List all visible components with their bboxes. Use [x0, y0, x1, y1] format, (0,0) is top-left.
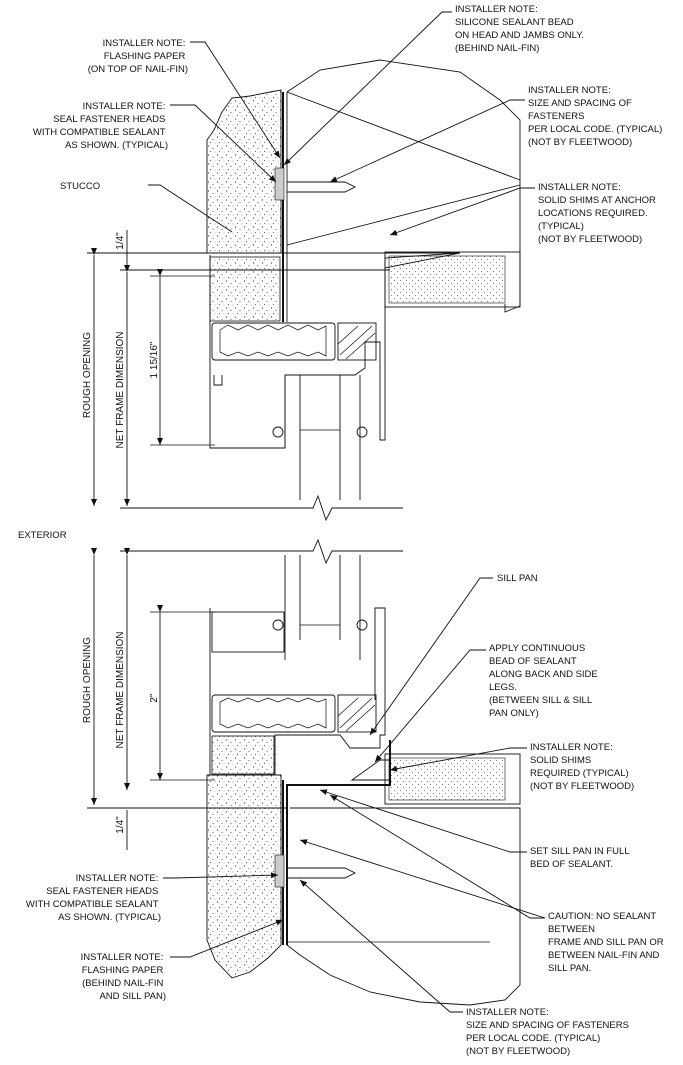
shim-bottom	[350, 759, 391, 781]
insulation-bottom	[388, 757, 506, 801]
leaders	[148, 11, 546, 1013]
note-seal-top: INSTALLER NOTE: SEAL FASTENER HEADS WITH…	[33, 101, 168, 151]
dimensions	[91, 230, 215, 850]
annotations: INSTALLER NOTE: FLASHING PAPER (ON TOP O…	[18, 4, 666, 1057]
dim-net-frame-bottom: NET FRAME DIMENSION	[115, 631, 126, 748]
note-caution: CAUTION: NO SEALANT BETWEEN FRAME AND SI…	[548, 911, 666, 974]
note-set-sill-pan: SET SILL PAN IN FULL BED OF SEALANT.	[530, 846, 632, 870]
fastener-top	[287, 181, 357, 193]
interior-stud-bottom	[384, 753, 521, 805]
dim-2: 2"	[149, 693, 160, 703]
label-exterior: EXTERIOR	[18, 530, 67, 541]
note-apply-bead: APPLY CONTINUOUS BEAD OF SEALANT ALONG B…	[489, 643, 600, 719]
dim-rough-opening-top: ROUGH OPENING	[82, 332, 93, 418]
note-fasteners-bottom: INSTALLER NOTE: SIZE AND SPACING OF FAST…	[466, 1007, 632, 1057]
insulation-top	[388, 255, 506, 304]
dim-quarter-top: 1/4"	[115, 232, 126, 250]
frame-head-outline	[209, 255, 386, 449]
note-flashing-bottom: INSTALLER NOTE: FLASHING PAPER (BEHIND N…	[81, 952, 166, 1002]
wall-break-top	[286, 59, 521, 313]
note-silicone: INSTALLER NOTE: SILICONE SEALANT BEAD ON…	[455, 4, 587, 54]
stucco-block-top	[209, 256, 281, 322]
note-seal-bottom: INSTALLER NOTE: SEAL FASTENER HEADS WITH…	[26, 873, 161, 923]
dim-net-frame-top: NET FRAME DIMENSION	[115, 331, 126, 448]
fastener-bottom	[287, 867, 357, 879]
note-shims-bottom: INSTALLER NOTE: SOLID SHIMS REQUIRED (TY…	[530, 742, 634, 792]
note-shims-top: INSTALLER NOTE: SOLID SHIMS AT ANCHOR LO…	[538, 182, 659, 245]
dim-115-16: 1 15/16"	[149, 341, 160, 378]
label-stucco: STUCCO	[60, 181, 100, 192]
sill-section	[87, 538, 521, 1006]
dim-quarter-bottom: 1/4"	[115, 816, 126, 834]
shim-top	[384, 252, 461, 269]
dim-rough-opening-bottom: ROUGH OPENING	[82, 637, 93, 723]
stucco-block-bottom	[211, 735, 275, 775]
stucco-wall-bottom	[206, 774, 282, 979]
stucco-wall-top	[206, 89, 282, 254]
note-sill-pan: SILL PAN	[497, 573, 538, 584]
note-flashing-top: INSTALLER NOTE: FLASHING PAPER (ON TOP O…	[88, 38, 188, 75]
note-fasteners-top: INSTALLER NOTE: SIZE AND SPACING OF FAST…	[528, 85, 665, 148]
